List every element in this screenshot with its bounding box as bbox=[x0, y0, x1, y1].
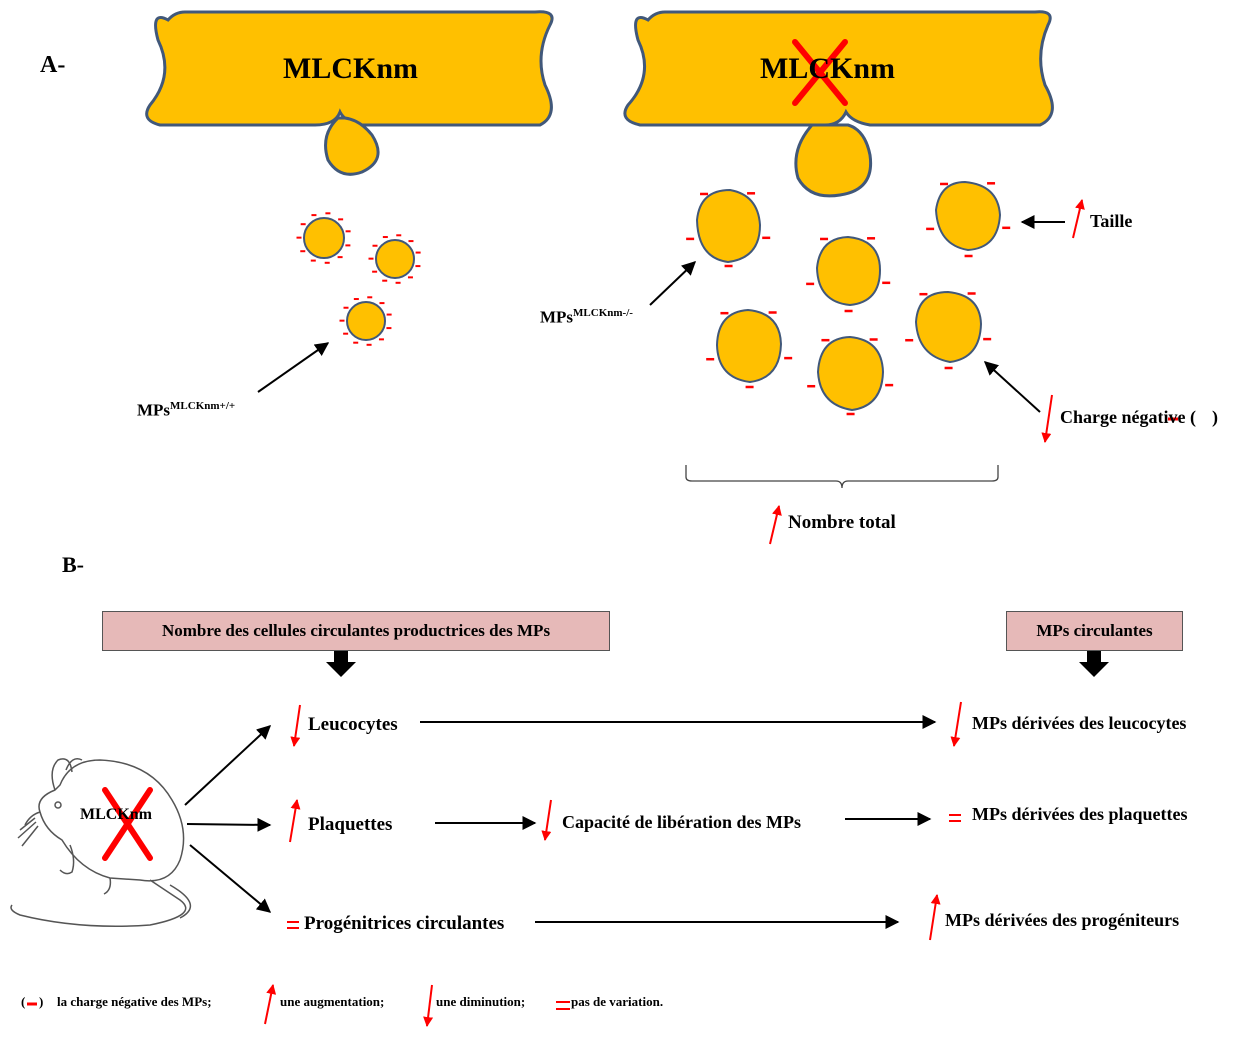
increase-total-icon bbox=[769, 505, 782, 545]
mouse-knockout-x-icon bbox=[102, 787, 153, 861]
charge-label: Charge négative () bbox=[1060, 407, 1218, 427]
legend-equal-icon bbox=[556, 1001, 570, 1010]
down-arrow-left-icon bbox=[326, 651, 356, 677]
box-circulating-mps: MPs circulantes bbox=[1006, 611, 1183, 651]
decrease-leuco-mps-icon bbox=[950, 701, 962, 747]
row-plaq-middle: Capacité de libération des MPs bbox=[562, 812, 801, 832]
mps-ko-label: MPsMLCKnm-/- bbox=[540, 307, 633, 327]
mp-wt-2 bbox=[375, 239, 415, 279]
mp-ko-1 bbox=[695, 188, 762, 264]
increase-plaq-icon bbox=[289, 799, 301, 843]
row-leuco-mps: MPs dérivées des leucocytes bbox=[972, 713, 1187, 733]
cell-left-label: MLCKnm bbox=[283, 52, 418, 85]
legend-increase-icon bbox=[264, 984, 277, 1025]
equal-prog-icon bbox=[287, 921, 299, 929]
legend-open-paren: ( bbox=[21, 994, 26, 1009]
mp-ko-2 bbox=[934, 180, 1002, 252]
legend-decrease-icon bbox=[423, 984, 434, 1027]
legend-equal-text: pas de variation. bbox=[571, 994, 664, 1009]
legend-increase-text: une augmentation; bbox=[280, 994, 385, 1009]
legend-close-paren: ) bbox=[39, 994, 44, 1009]
arrow-charge bbox=[983, 361, 1041, 413]
row-plaq-cell: Plaquettes bbox=[308, 814, 393, 835]
legend-charge-text: la charge négative des MPs; bbox=[57, 994, 212, 1009]
arrow-mps-ko bbox=[649, 261, 697, 306]
decrease-leuco-icon bbox=[290, 704, 301, 747]
knockout-x-icon bbox=[792, 39, 848, 106]
arrow-mouse-leuco bbox=[184, 725, 272, 806]
mouse-label: MLCKnm bbox=[80, 806, 152, 823]
mouse-illustration bbox=[10, 758, 192, 927]
down-arrow-right-icon bbox=[1079, 651, 1109, 677]
row-leuco-cell: Leucocytes bbox=[308, 714, 398, 735]
increase-prog-mps-icon bbox=[929, 894, 941, 941]
mp-ko-5 bbox=[715, 308, 783, 384]
decrease-charge-icon bbox=[1041, 394, 1053, 443]
mp-ko-6 bbox=[816, 335, 885, 412]
panel-a-label: A- bbox=[40, 52, 66, 78]
mp-ko-4 bbox=[914, 290, 983, 364]
cell-right-label: MLCKnm bbox=[760, 52, 895, 85]
total-label: Nombre total bbox=[788, 512, 896, 533]
arrow-mouse-plaq bbox=[186, 817, 272, 832]
cell-right-bud bbox=[794, 123, 873, 198]
decrease-capacity-icon bbox=[541, 799, 552, 841]
mps-wt-superscript: MLCKnm+/+ bbox=[170, 400, 236, 412]
size-label: Taille bbox=[1090, 211, 1133, 231]
legend-decrease-text: une diminution; bbox=[436, 994, 526, 1009]
mps-ko-superscript: MLCKnm-/- bbox=[573, 307, 633, 319]
equal-plaq-mps-icon bbox=[949, 814, 961, 822]
brace-total bbox=[685, 465, 999, 489]
increase-size-icon bbox=[1072, 199, 1085, 239]
cell-left-bud bbox=[324, 116, 380, 176]
row-plaq-mps: MPs dérivées des plaquettes bbox=[972, 804, 1188, 824]
row-prog-mps: MPs dérivées des progéniteurs bbox=[945, 910, 1180, 930]
mp-wt-1 bbox=[303, 217, 345, 259]
wt-charge-marks bbox=[296, 212, 421, 346]
cell-right bbox=[623, 10, 1054, 127]
box-producing-cells: Nombre des cellules circulantes productr… bbox=[102, 611, 610, 651]
mp-wt-3 bbox=[346, 301, 386, 341]
ko-charge-marks bbox=[686, 182, 1011, 416]
panel-b-label: B- bbox=[62, 552, 84, 577]
mps-wt-label: MPsMLCKnm+/+ bbox=[137, 400, 236, 420]
arrow-mouse-prog bbox=[189, 844, 272, 913]
row-prog-cell: Progénitrices circulantes bbox=[304, 913, 505, 934]
mp-ko-3 bbox=[815, 235, 882, 307]
arrow-mps-wt bbox=[257, 342, 330, 393]
